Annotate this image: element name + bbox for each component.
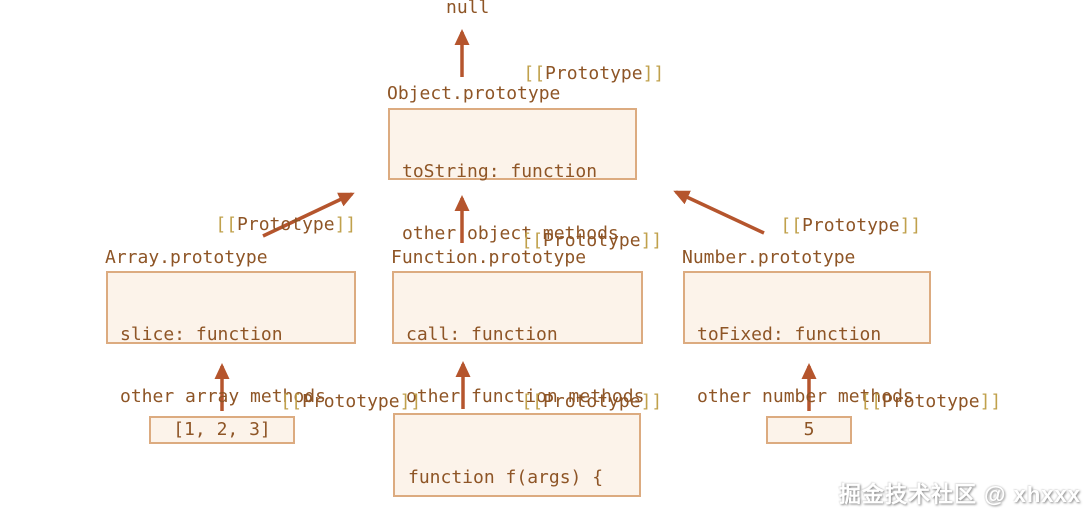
edge-label-word: Prototype <box>302 391 400 412</box>
box-line: [1, 2, 3] <box>173 419 271 440</box>
bracket-close: ]] <box>640 230 663 251</box>
array-instance-box: [1, 2, 3] <box>149 416 295 444</box>
prototype-edge-label: [[Prototype]] <box>237 372 421 432</box>
edge-label-word: Prototype <box>882 391 980 412</box>
prototype-edge-label: [[Prototype]] <box>478 211 662 271</box>
box-line: other number methods <box>697 386 914 407</box>
bracket-close: ]] <box>399 391 422 412</box>
function-prototype-box: call: function other function methods <box>392 271 644 407</box>
prototype-edge-label: [[Prototype]] <box>480 44 664 104</box>
box-line: toString: function <box>402 161 598 182</box>
edge-label-word: Prototype <box>545 63 643 84</box>
number-prototype-title: Number.prototype <box>682 247 856 268</box>
box-line: function f(args) { <box>408 467 604 488</box>
box-line: other array methods <box>120 386 326 407</box>
bracket-open: [[ <box>521 391 544 412</box>
array-prototype-title: Array.prototype <box>105 247 268 268</box>
object-prototype-title: Object.prototype <box>387 83 561 104</box>
bracket-close: ]] <box>334 214 357 235</box>
bracket-open: [[ <box>860 391 883 412</box>
bracket-open: [[ <box>280 391 303 412</box>
prototype-edge-label: [[Prototype]] <box>817 372 1001 432</box>
box-line: toFixed: function <box>697 324 882 345</box>
bracket-close: ]] <box>979 391 1002 412</box>
bracket-close: ]] <box>640 391 663 412</box>
bracket-open: [[ <box>521 230 544 251</box>
bracket-open: [[ <box>215 214 238 235</box>
number-instance-box: 5 <box>766 416 852 444</box>
box-line: slice: function <box>120 324 283 345</box>
bracket-close: ]] <box>642 63 665 84</box>
box-line: other function methods <box>406 386 645 407</box>
prototype-edge-label: [[Prototype]] <box>172 195 356 255</box>
prototype-edge-label: [[Prototype]] <box>737 196 921 256</box>
bracket-open: [[ <box>780 215 803 236</box>
box-line: 5 <box>803 419 815 440</box>
box-line: call: function <box>406 324 558 345</box>
function-prototype-title: Function.prototype <box>391 247 587 268</box>
bracket-close: ]] <box>899 215 922 236</box>
array-prototype-box: slice: function other array methods <box>106 271 356 407</box>
edge-label-word: Prototype <box>543 230 641 251</box>
edge-label-word: Prototype <box>237 214 335 235</box>
number-prototype-box: toFixed: function other number methods <box>683 271 931 407</box>
function-instance-box: function f(args) { ... } <box>393 413 641 497</box>
edge-label-word: Prototype <box>802 215 900 236</box>
null-label: null <box>446 0 490 18</box>
object-prototype-box: toString: function other object methods <box>388 108 637 244</box>
edge-label-word: Prototype <box>543 391 641 412</box>
box-line: other object methods <box>402 223 619 244</box>
prototype-edge-label: [[Prototype]] <box>478 372 662 432</box>
bracket-open: [[ <box>523 63 546 84</box>
watermark: 掘金技术社区 @ xhxxx <box>838 482 1081 507</box>
